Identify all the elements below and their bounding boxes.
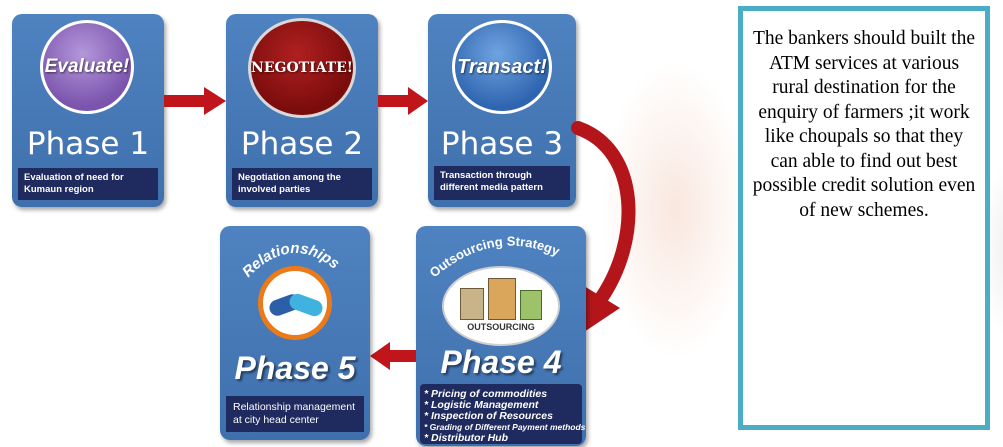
curved-arrow-phase3-to-phase4 (571, 121, 636, 332)
building-icon (488, 278, 516, 320)
building-icon (460, 288, 484, 320)
handshake-icon (258, 266, 332, 340)
arrow-phase4-to-phase5 (370, 342, 416, 370)
note-box: The bankers should built the ATM service… (738, 6, 990, 430)
negotiate-badge-label: NEGOTIATE! (251, 60, 353, 76)
phase-2-description: Negotiation among the involved parties (232, 168, 372, 200)
evaluate-badge-label: Evaluate! (44, 56, 130, 77)
phase-5-card: Relationships Phase 5 Relationship manag… (220, 226, 370, 440)
list-item: * Logistic Management (424, 399, 539, 411)
list-item: * Inspection of Resources (424, 410, 553, 422)
phase-3-description: Transaction through different media patt… (434, 166, 570, 200)
phase-2-card: NEGOTIATE! Phase 2 Negotiation among the… (226, 14, 378, 207)
transact-badge: Transact! (452, 20, 552, 114)
list-item: * Distributor Hub (424, 432, 508, 444)
phase-4-bullet-list: * Pricing of commodities * Logistic Mana… (420, 384, 586, 444)
phase-1-description: Evaluation of need for Kumaun region (18, 168, 158, 200)
phase-1-title: Phase 1 (26, 126, 150, 162)
arrow-phase2-to-phase3 (378, 87, 428, 115)
list-item: * Grading of Different Payment methods (424, 422, 586, 432)
outsourcing-image-label: OUTSOURCING (467, 322, 535, 332)
evaluate-badge: Evaluate! (40, 20, 134, 114)
phase-3-title: Phase 3 (440, 126, 564, 162)
phase-4-title: Phase 4 (440, 344, 562, 380)
building-icon (520, 290, 542, 320)
note-text: The bankers should built the ATM service… (752, 28, 976, 221)
list-item: * Pricing of commodities (424, 388, 548, 400)
phase-2-title: Phase 2 (240, 126, 364, 162)
phase-5-description: Relationship management at city head cen… (226, 396, 364, 432)
outsourcing-image: OUTSOURCING (442, 266, 560, 346)
transact-badge-label: Transact! (457, 55, 547, 78)
phase-5-title: Phase 5 (234, 350, 356, 386)
phase-3-card: Transact! Phase 3 Transaction through di… (428, 14, 576, 207)
negotiate-badge: NEGOTIATE! (248, 18, 356, 118)
arrow-phase1-to-phase2 (164, 87, 226, 115)
phase-1-card: Evaluate! Phase 1 Evaluation of need for… (12, 14, 164, 207)
phase-4-card: Outsourcing Strategy OUTSOURCING Phase 4… (416, 226, 586, 446)
